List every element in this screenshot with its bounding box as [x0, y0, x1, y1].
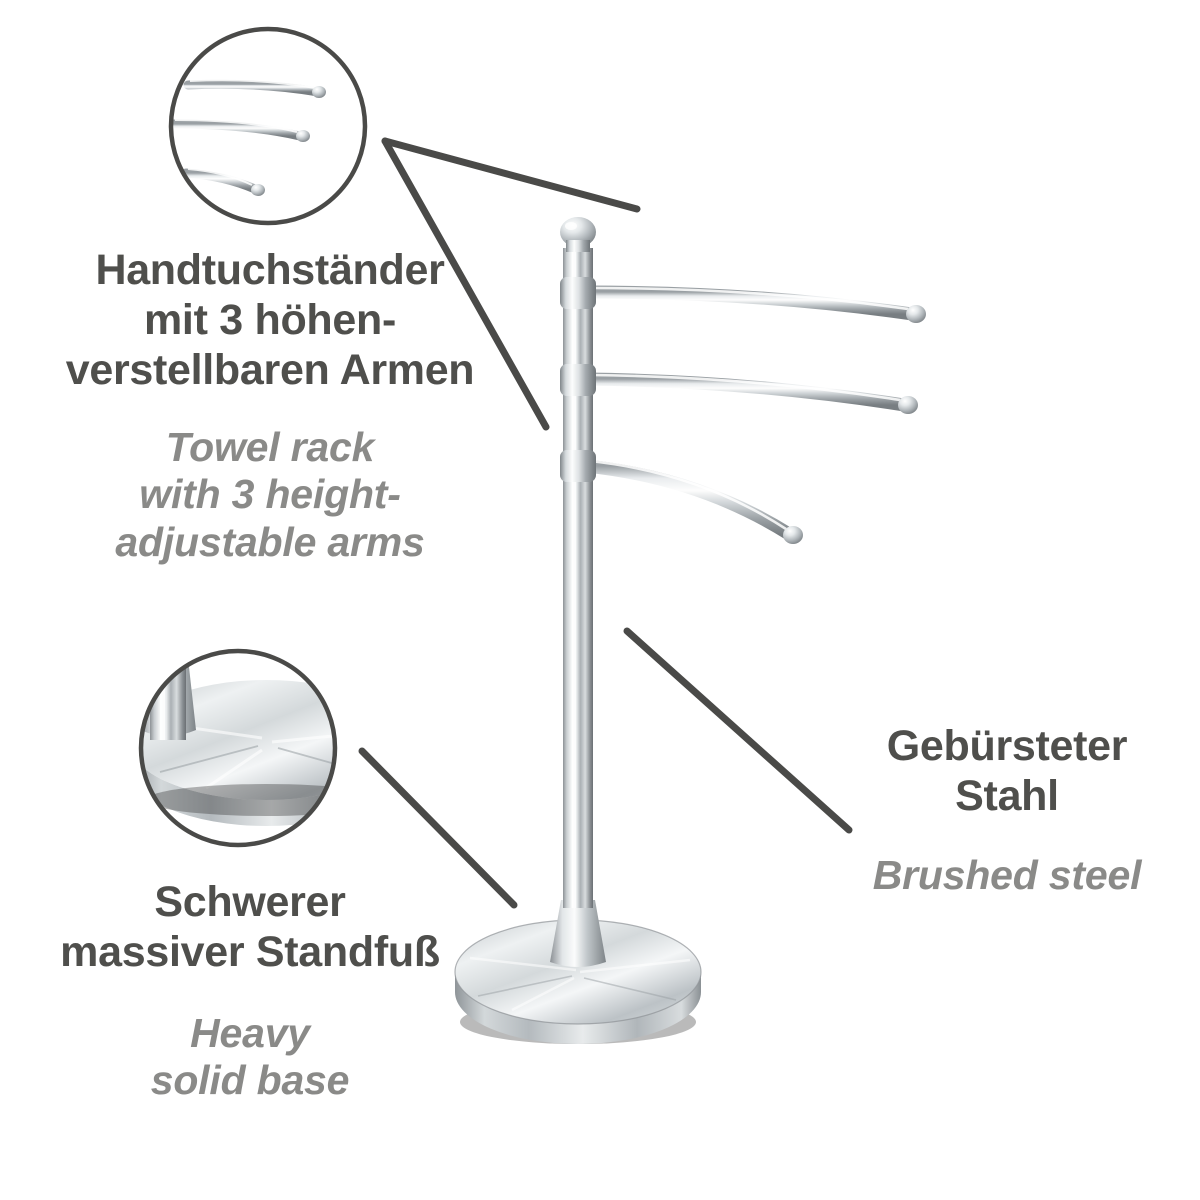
base-rim — [455, 972, 701, 1044]
base-detail-content — [141, 651, 335, 826]
arm-1-highlight — [589, 286, 909, 311]
detail-base-shadow — [146, 784, 335, 816]
leader-line-arms-upper — [381, 137, 641, 213]
detail-arm-2-highlight — [174, 119, 298, 133]
towel-arm-3 — [579, 459, 803, 544]
arms-detail-content — [171, 79, 326, 196]
detail-arm-1-highlight — [189, 79, 316, 89]
finial-neck — [566, 240, 590, 252]
towel-arm-2 — [579, 372, 918, 414]
base-detail-circle — [138, 648, 338, 848]
callout-base-subtitle: Heavy solid base — [150, 1009, 350, 1104]
detail-arm-2-tip — [296, 130, 310, 142]
arm-1-tip — [906, 305, 926, 323]
callout-steel-subtitle: Brushed steel — [872, 851, 1142, 898]
base-top-disc — [455, 920, 701, 1024]
arm-3-highlight — [589, 459, 787, 531]
leader-line-base — [358, 747, 518, 909]
detail-arm-3-highlight — [187, 168, 253, 186]
arm-3-tip — [783, 526, 803, 544]
arms-detail-circle-ring — [168, 26, 368, 226]
detail-arm-3 — [181, 168, 260, 194]
detail-arm-1-tip — [312, 86, 326, 98]
center-pole — [563, 248, 593, 908]
arm-2-tube — [579, 372, 911, 412]
detail-arm-3-tip — [251, 184, 265, 196]
detail-arm-1 — [183, 79, 323, 97]
arm-1-collar — [560, 277, 596, 309]
detail-arm-2 — [171, 119, 305, 141]
callout-steel-text: Gebürsteter Stahl Brushed steel — [832, 722, 1182, 899]
arm-3-tube — [579, 459, 796, 541]
pole-specular-highlight — [572, 248, 576, 908]
base-cone-flare — [550, 900, 606, 967]
leader-line-arms-lower — [381, 137, 550, 431]
detail-pole-highlight — [160, 651, 165, 740]
finial-highlight — [565, 222, 577, 230]
arm-2-tip — [898, 396, 918, 414]
callout-arms-subtitle: Towel rack with 3 height- adjustable arm… — [115, 423, 425, 565]
base-brush-highlights — [469, 956, 691, 1012]
callout-steel-heading: Gebürsteter Stahl — [886, 722, 1128, 820]
towel-rack-illustration — [454, 217, 926, 1044]
detail-base-rim — [141, 740, 335, 826]
leader-line-steel — [623, 627, 853, 834]
detail-base-shadows — [159, 745, 335, 777]
base-detail-circle-ring — [138, 648, 338, 848]
arm-1-tube — [579, 285, 919, 321]
callout-arms-text: Handtuchständer mit 3 höhen- verstellbar… — [20, 246, 520, 566]
callout-arms-heading: Handtuchständer mit 3 höhen- verstellbar… — [65, 246, 475, 394]
callout-base-heading: Schwerer massiver Standfuß — [60, 878, 440, 976]
detail-base-top — [141, 680, 335, 800]
leader-lines — [358, 137, 853, 909]
arm-2-highlight — [589, 373, 901, 402]
base-brush-shadows — [477, 975, 677, 1001]
arm-3-collar — [560, 450, 596, 482]
callout-base-text: Schwerer massiver Standfuß Heavy solid b… — [20, 878, 480, 1105]
arm-2-collar — [560, 364, 596, 396]
towel-arm-1 — [579, 285, 926, 323]
arms-detail-circle — [168, 26, 368, 226]
